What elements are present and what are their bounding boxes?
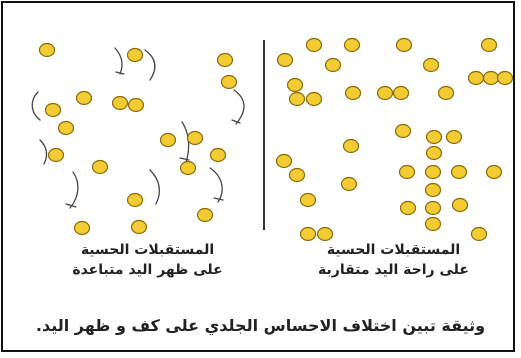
sensory-receptor-dot [288,91,306,107]
sensory-receptor-dot [111,95,129,111]
figure-caption: وثيقة تبين اختلاف الاحساس الجلدي على كف … [35,316,486,335]
sensory-receptor-dot [38,42,56,58]
sensory-receptor-dot [451,197,469,213]
right-receptor-dots [275,37,514,242]
sensory-receptor-dot [91,159,109,175]
left-nerve-endings [31,47,245,209]
sensory-receptor-dot [422,57,440,73]
sensory-receptor-dot [343,37,361,53]
sensory-receptor-dot [127,97,145,113]
sensory-receptor-dot [324,57,342,73]
sensory-receptor-dot [425,129,443,145]
nerve-ending-line [144,49,156,81]
sensory-receptor-dot [470,226,488,242]
sensory-receptor-dot [399,200,417,216]
sensory-receptor-dot [286,77,304,93]
sensory-receptor-dot [130,219,148,235]
nerve-ending-line [179,121,190,163]
sensory-receptor-dot [394,123,412,139]
sensory-receptor-dot [395,37,413,53]
sensory-receptor-dot [316,226,334,242]
sensory-receptor-dot [47,147,65,163]
sensory-receptor-dot [496,70,514,86]
sensory-receptor-dot [424,216,442,232]
sensory-receptor-dot [159,132,177,148]
sensory-receptor-dot [480,37,498,53]
sensory-receptor-dot [275,153,293,169]
sensory-receptor-dot [482,70,500,86]
right-label-line1: المستقبلات الحسية [326,242,461,258]
sensory-receptor-dot [288,167,306,183]
nerve-ending-line [65,171,79,209]
sensory-receptor-dot [73,220,91,236]
sensory-receptor-dot [305,91,323,107]
sensory-receptor-dot [467,70,485,86]
sensory-receptor-dot [179,160,197,176]
sensory-receptor-dot [299,192,317,208]
sensory-receptor-dot [196,207,214,223]
nerve-ending-line [114,47,125,75]
left-label-line1: المستقبلات الحسية [80,242,215,258]
sensory-receptor-dot [276,52,294,68]
figure-frame [1,1,515,352]
sensory-receptor-dot [425,145,443,161]
sensory-receptor-dot [424,164,442,180]
sensory-receptor-dot [437,85,455,101]
left-label-line2: على ظهر اليد متباعدة [72,262,223,278]
sensory-receptor-dot [445,129,463,145]
sensory-receptor-dot [299,226,317,242]
nerve-ending-line [231,89,245,125]
nerve-ending-line [209,167,224,203]
sensory-receptor-dot [450,164,468,180]
sensory-receptor-dot [398,164,416,180]
nerve-ending-line [149,169,161,205]
sensory-receptor-dot [126,47,144,63]
sensory-receptor-dot [424,200,442,216]
sensory-receptor-dot [186,130,204,146]
sensory-receptor-dot [344,85,362,101]
left-receptor-dots [38,42,238,236]
right-label-line2: على راحة اليد متقاربة [318,262,469,278]
nerve-ending-line [39,139,48,165]
nerve-ending-line [31,91,41,121]
sensory-receptor-dot [126,192,144,208]
sensory-receptor-dot [342,138,360,154]
sensory-receptor-dot [424,182,442,198]
left-panel-label: المستقبلات الحسية على ظهر اليد متباعدة [40,240,255,280]
sensory-receptor-dot [216,52,234,68]
sensory-receptor-dot [485,164,503,180]
sensory-receptor-dot [340,176,358,192]
sensory-receptor-dot [57,120,75,136]
sensory-receptor-dot [305,37,323,53]
sensory-receptor-dot [220,74,238,90]
sensory-receptor-dot [75,90,93,106]
sensory-receptor-dot [209,147,227,163]
sensory-receptor-dot [44,102,62,118]
sensory-receptor-dot [392,85,410,101]
sensory-receptor-dot [376,85,394,101]
right-panel-label: المستقبلات الحسية على راحة اليد متقاربة [286,240,501,280]
